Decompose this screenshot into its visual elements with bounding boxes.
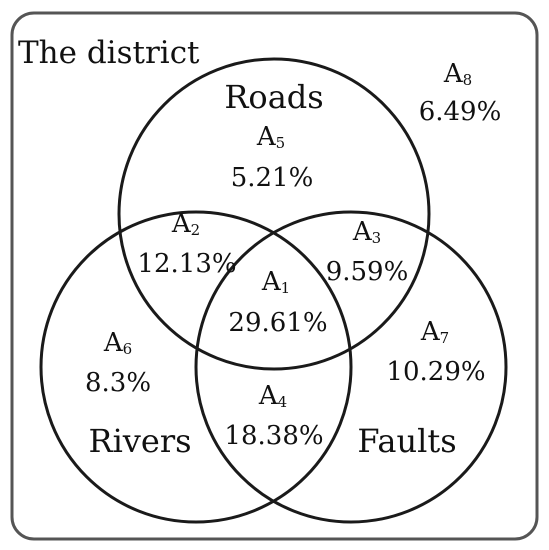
region-a6-value: 8.3% [85,368,151,398]
region-a1-name: A1 [261,267,290,297]
region-a4-value: 18.38% [224,421,323,451]
region-a3-name: A3 [352,217,381,247]
faults-circle [194,210,508,524]
region-a5-name: A5 [256,122,285,152]
region-a5-value: 5.21% [231,163,314,193]
district-frame [10,11,539,541]
rivers-circle [39,210,353,524]
region-a2-value: 12.13% [137,249,236,279]
roads-label: Roads [224,78,323,116]
region-a4-name: A4 [258,381,287,411]
region-a7-name: A7 [420,317,449,347]
rivers-label: Rivers [88,422,191,460]
region-a7-value: 10.29% [386,357,485,387]
region-a3-value: 9.59% [326,257,409,287]
region-a2-name: A2 [171,209,200,239]
faults-label: Faults [357,422,456,460]
region-a8-name: A8 [443,59,472,89]
region-a1-value: 29.61% [228,308,327,338]
roads-circle [117,57,431,371]
region-a6-name: A6 [103,328,132,358]
district-label: The district [18,35,200,71]
region-a8-value: 6.49% [419,97,502,127]
